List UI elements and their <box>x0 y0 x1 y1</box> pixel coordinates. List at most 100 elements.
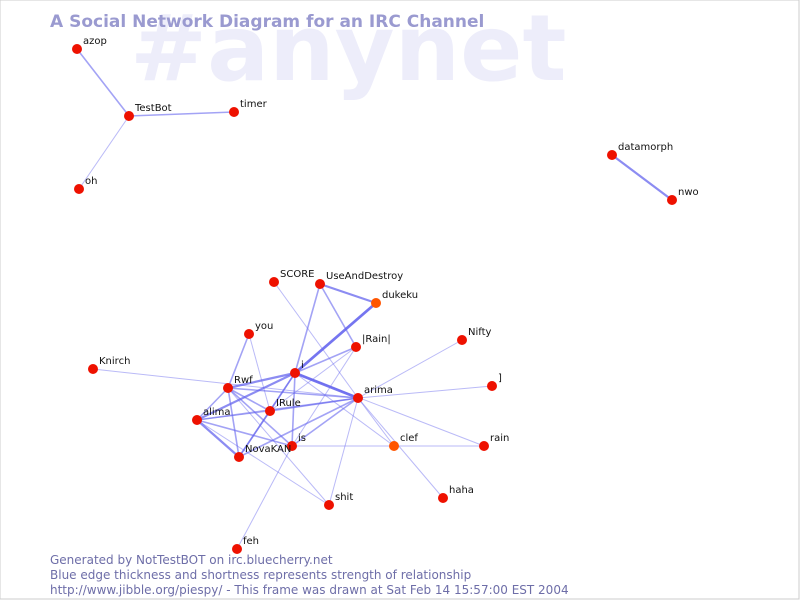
edge-datamorph-nwo <box>611 154 673 201</box>
node-dot <box>667 195 677 205</box>
node-bracket: ] <box>487 373 502 391</box>
node-label: rain <box>490 433 509 444</box>
node-dot <box>234 452 244 462</box>
node-label: SCORE <box>280 269 314 280</box>
node-dot <box>88 364 98 374</box>
node-dot <box>353 393 363 403</box>
footer-url-timestamp: http://www.jibble.org/piespy/ - This fra… <box>50 583 569 597</box>
node-label: nwo <box>678 187 699 198</box>
edge-IRainI-i <box>294 346 357 374</box>
node-shit: shit <box>324 492 353 510</box>
edge-i-arima <box>294 371 359 400</box>
footer-legend: Blue edge thickness and shortness repres… <box>50 568 472 582</box>
edge-i-clef <box>294 372 395 447</box>
channel-watermark: #anynet <box>130 0 567 102</box>
node-dukeku: dukeku <box>371 290 418 308</box>
node-label: IRule <box>276 398 301 409</box>
node-you: you <box>244 321 273 339</box>
edge-i-alima <box>196 372 296 421</box>
node-dot <box>290 368 300 378</box>
node-TestBot: TestBot <box>124 103 172 121</box>
node-label: you <box>255 321 273 332</box>
node-label: ] <box>498 373 502 384</box>
edge-layer <box>76 48 673 550</box>
edge-arima-haha <box>357 397 444 499</box>
node-timer: timer <box>229 99 268 117</box>
edge-you-Rwf <box>227 333 250 389</box>
node-azop: azop <box>72 36 107 54</box>
footer-generator: Generated by NotTestBOT on irc.bluecherr… <box>50 553 333 567</box>
node-dot <box>232 544 242 554</box>
node-arima: arima <box>353 385 393 403</box>
node-is: is <box>287 433 306 451</box>
node-label: i <box>301 360 304 371</box>
edge-arima-is <box>291 397 359 447</box>
node-label: dukeku <box>382 290 418 301</box>
edge-Rwf-NovaKAN <box>227 387 240 458</box>
edge-azop-TestBot <box>76 48 130 117</box>
node-dot <box>72 44 82 54</box>
node-dot <box>371 298 381 308</box>
node-dot <box>324 500 334 510</box>
edge-arima-shit <box>328 397 359 506</box>
diagram-title: A Social Network Diagram for an IRC Chan… <box>50 12 485 32</box>
node-label: Nifty <box>468 327 492 338</box>
edge-arima-bracket <box>357 385 493 399</box>
node-dot <box>457 335 467 345</box>
node-IRainI: |Rain| <box>351 334 391 352</box>
node-dot <box>487 381 497 391</box>
node-Rwf: Rwf <box>223 375 253 393</box>
node-oh: oh <box>74 176 97 194</box>
node-dot <box>244 329 254 339</box>
edge-TestBot-oh <box>78 115 130 190</box>
node-dot <box>389 441 399 451</box>
node-dot <box>269 277 279 287</box>
node-label: UseAndDestroy <box>326 271 403 282</box>
edge-SCORE-arima <box>273 281 359 399</box>
edge-i-Rwf <box>227 371 296 390</box>
node-NovaKAN: NovaKAN <box>234 444 291 462</box>
node-label: haha <box>449 485 474 496</box>
edge-alima-NovaKAN <box>196 419 240 458</box>
node-label: arima <box>364 385 393 396</box>
node-label: azop <box>83 36 107 47</box>
node-label: shit <box>335 492 353 503</box>
node-dot <box>265 406 275 416</box>
node-dot <box>479 441 489 451</box>
node-dot <box>74 184 84 194</box>
edge-i-is <box>291 372 296 447</box>
node-label: |Rain| <box>362 334 391 345</box>
edge-Rwf-IRule <box>227 387 271 412</box>
node-label: timer <box>240 99 268 110</box>
edge-IRainI-is <box>291 346 357 447</box>
node-label: alima <box>203 407 231 418</box>
node-Knirch: Knirch <box>88 356 130 374</box>
edge-TestBot-timer <box>128 111 235 117</box>
edge-is-feh <box>236 445 293 550</box>
node-label: Knirch <box>99 356 130 367</box>
node-Nifty: Nifty <box>457 327 492 345</box>
node-label: clef <box>400 433 418 444</box>
node-dot <box>315 279 325 289</box>
edge-alima-shit <box>196 419 330 506</box>
node-label: Rwf <box>234 375 253 386</box>
footer-info: Generated by NotTestBOT on irc.bluecherr… <box>50 553 569 598</box>
node-IRule: IRule <box>265 398 301 416</box>
node-dot <box>438 493 448 503</box>
edge-arima-NovaKAN <box>238 397 359 458</box>
node-UseAndDestroy: UseAndDestroy <box>315 271 403 289</box>
node-i: i <box>290 360 304 378</box>
node-label: NovaKAN <box>245 444 291 455</box>
node-dot <box>351 342 361 352</box>
node-dot <box>287 441 297 451</box>
edge-UseAndDestroy-dukeku <box>319 282 377 305</box>
edge-Rwf-alima <box>196 387 229 421</box>
edge-i-rain <box>294 372 485 447</box>
node-label: feh <box>243 536 259 547</box>
edge-you-IRule <box>248 333 271 412</box>
node-label: is <box>298 433 306 444</box>
edge-IRule-NovaKAN <box>238 410 271 458</box>
